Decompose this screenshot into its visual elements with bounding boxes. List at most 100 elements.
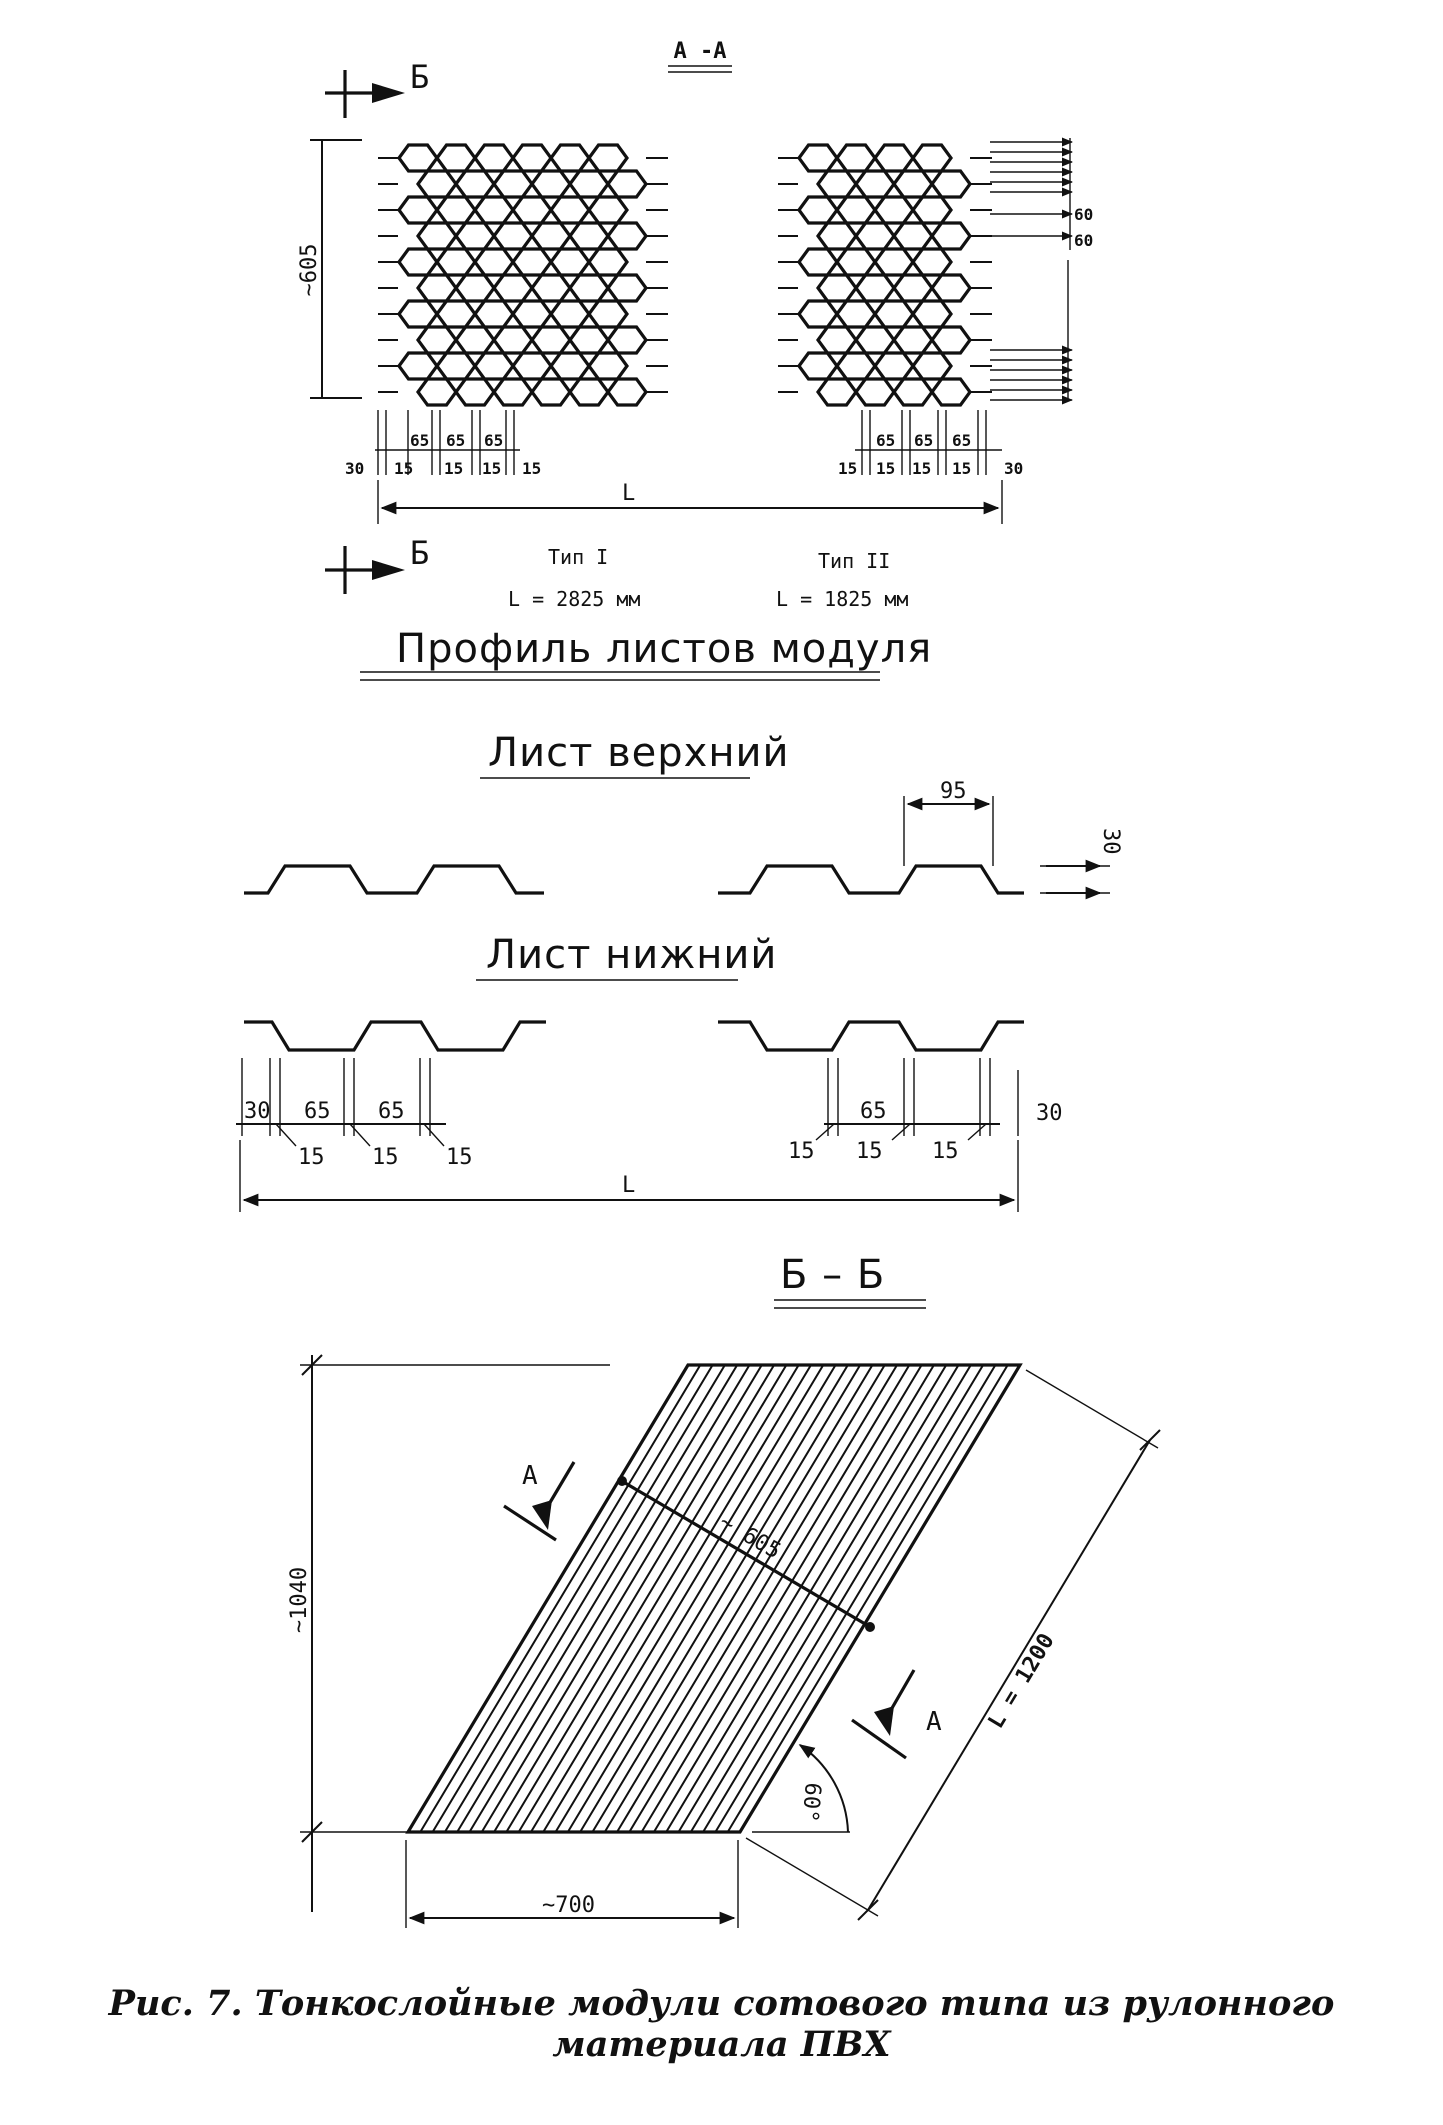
sheet-strip (444, 1364, 726, 1833)
svg-text:15: 15 (952, 459, 971, 478)
slanted-module-outline (405, 1363, 1023, 1834)
section-a-marker-right: А (851, 1669, 942, 1760)
svg-text:L = 1200: L = 1200 (984, 1629, 1060, 1733)
ladder-label: 60 (1074, 231, 1093, 250)
honeycomb-cell (435, 195, 477, 225)
sheet-strip (566, 1364, 849, 1833)
svg-text:65: 65 (410, 431, 429, 450)
svg-text:30: 30 (1036, 1101, 1063, 1126)
honeycomb-cell (416, 377, 458, 407)
honeycomb-cell (416, 221, 458, 251)
honeycomb-cell (454, 221, 496, 251)
honeycomb-cell (492, 325, 534, 355)
honeycomb-cell (930, 377, 972, 407)
dim-height-605: ~605 (297, 139, 362, 399)
svg-text:15: 15 (522, 459, 541, 478)
sheet-strip (554, 1364, 837, 1833)
svg-text:~1040: ~1040 (287, 1567, 312, 1633)
dim-height-1040: ~1040 (287, 1354, 610, 1912)
figure-caption: Рис. 7. Тонкослойные модули сотового тип… (108, 1983, 1335, 2065)
honeycomb-cell (835, 143, 877, 173)
sheet-strip (505, 1364, 788, 1833)
type-1-length: L = 2825 мм (508, 587, 640, 611)
honeycomb-cell (435, 351, 477, 381)
honeycomb-cell (530, 273, 572, 303)
honeycomb-cell (587, 351, 629, 381)
honeycomb-cell (797, 195, 839, 225)
type-2-length: L = 1825 мм (776, 587, 908, 611)
honeycomb-cell (454, 325, 496, 355)
dim-sheet-bottom-left: 30 65 65 15 15 15 (236, 1058, 473, 1170)
svg-text:15: 15 (932, 1139, 959, 1164)
sheet-strip (530, 1364, 812, 1833)
svg-text:65: 65 (304, 1099, 331, 1124)
honeycomb-cell (587, 299, 629, 329)
honeycomb-cell (530, 221, 572, 251)
honeycomb-cell (797, 247, 839, 277)
svg-text:~605: ~605 (297, 244, 322, 297)
honeycomb-cell (873, 195, 915, 225)
honeycomb-cell (473, 143, 515, 173)
honeycomb-cell (892, 273, 934, 303)
dim-overall-L-top: L (377, 480, 1003, 524)
sheet-bottom-right (718, 1020, 1024, 1052)
honeycomb-cell (568, 377, 610, 407)
honeycomb-cell (511, 351, 553, 381)
sheet-strip (603, 1364, 886, 1833)
honeycomb-cell (873, 247, 915, 277)
honeycomb-cell (492, 221, 534, 251)
honeycomb-cell (873, 299, 915, 329)
honeycomb-cell (873, 351, 915, 381)
svg-text:15: 15 (482, 459, 501, 478)
honeycomb-cell (606, 221, 648, 251)
svg-text:65: 65 (484, 431, 503, 450)
dim-width-700: ~700 (405, 1840, 739, 1928)
honeycomb-cell (530, 377, 572, 407)
sheet-strip (640, 1364, 923, 1833)
svg-text:15: 15 (856, 1139, 883, 1164)
honeycomb-cell (892, 377, 934, 407)
honeycomb-cell (492, 273, 534, 303)
sheet-strip (677, 1364, 960, 1833)
honeycomb-cell (587, 195, 629, 225)
honeycomb-cell (435, 143, 477, 173)
svg-text:30: 30 (1004, 459, 1023, 478)
honeycomb-cell (911, 143, 953, 173)
svg-text:15: 15 (838, 459, 857, 478)
honeycomb-cell (911, 195, 953, 225)
dim-sheet-bottom-right: 65 30 15 15 15 (788, 1058, 1063, 1164)
angle-60: 60° (752, 1744, 850, 1833)
honeycomb-type-2 (778, 143, 992, 407)
svg-text:Б: Б (410, 534, 429, 572)
honeycomb-cell (473, 247, 515, 277)
honeycomb-cell (416, 273, 458, 303)
honeycomb-cell (568, 325, 610, 355)
honeycomb-cell (797, 143, 839, 173)
honeycomb-cell (797, 299, 839, 329)
honeycomb-cell (816, 377, 858, 407)
honeycomb-cell (511, 299, 553, 329)
honeycomb-cell (835, 195, 877, 225)
sheet-strip (689, 1364, 972, 1833)
honeycomb-cell (816, 169, 858, 199)
honeycomb-cell (568, 169, 610, 199)
honeycomb-cell (435, 247, 477, 277)
svg-text:А: А (522, 1461, 538, 1491)
sheet-strip (480, 1364, 763, 1833)
honeycomb-cell (530, 325, 572, 355)
honeycomb-cell (930, 169, 972, 199)
svg-text:15: 15 (372, 1145, 399, 1170)
honeycomb-cell (511, 143, 553, 173)
honeycomb-cell (397, 247, 439, 277)
dim-diag-605: ~ 605 (617, 1476, 875, 1632)
honeycomb-cell (549, 299, 591, 329)
section-b-marker-bottom: Б (325, 534, 429, 594)
honeycomb-cell (473, 195, 515, 225)
profile-title: Профиль листов модуля (396, 626, 932, 672)
honeycomb-cell (606, 273, 648, 303)
section-bb: Б – Б ~1040 ~700 ~ 605 (287, 1252, 1161, 1928)
honeycomb-cell (892, 325, 934, 355)
honeycomb-type-1 (378, 143, 668, 407)
